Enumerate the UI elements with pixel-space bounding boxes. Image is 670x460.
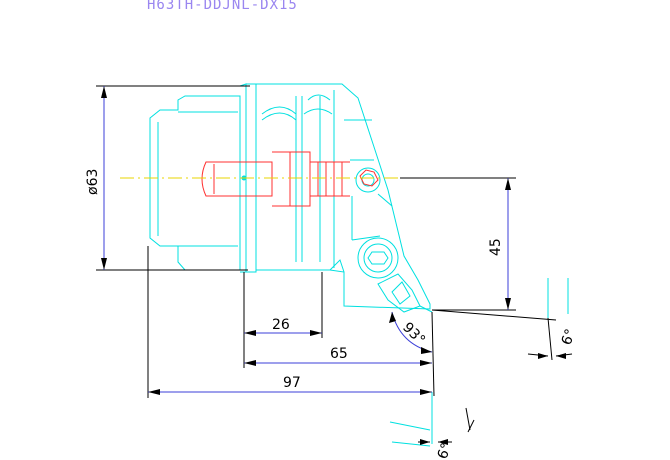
dim-97-label: 97 (283, 375, 301, 391)
dim-angle-side: 6° (431, 309, 579, 361)
dim-diameter: ø63 (85, 85, 250, 271)
screw (201, 151, 379, 207)
dim-angle-side-label: 6° (559, 327, 579, 347)
dim-angle-lead: 93° (389, 311, 433, 354)
dim-26: 26 (243, 272, 323, 368)
dim-97: 97 (147, 246, 432, 398)
dim-65-label: 65 (330, 346, 348, 362)
dim-angle-bottom: 6° (418, 407, 475, 460)
dim-height: 45 (400, 177, 516, 311)
dim-angle-bottom-label: 6° (435, 441, 455, 460)
drawing-title: H63TH-DDJNL-DX15 (147, 0, 298, 13)
tool-body (149, 83, 433, 313)
dim-height-label: 45 (488, 238, 504, 256)
dim-26-label: 26 (272, 317, 290, 333)
reference-lines (389, 278, 569, 447)
dim-diameter-label: ø63 (85, 169, 101, 195)
dim-angle-lead-label: 93° (399, 320, 428, 349)
dim-65: 65 (244, 311, 435, 397)
